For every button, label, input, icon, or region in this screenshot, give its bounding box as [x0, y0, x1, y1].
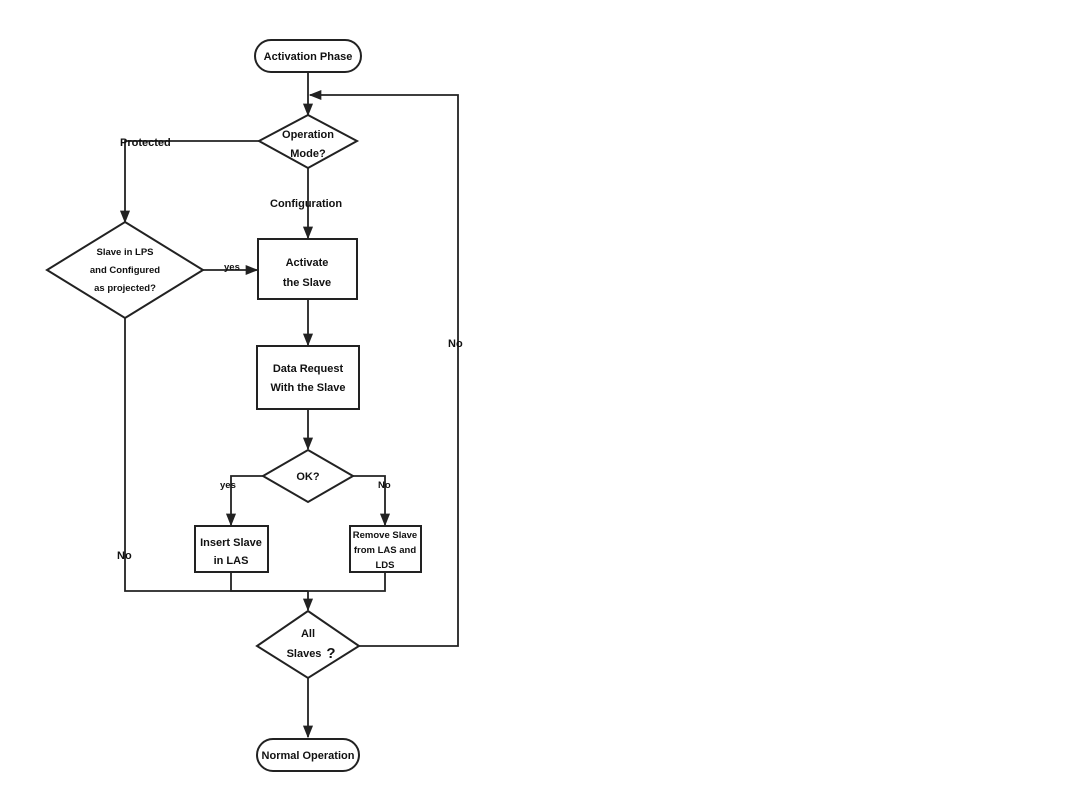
ok-yes-label: yes — [220, 480, 236, 491]
remove-slave-label-line3: LDS — [376, 560, 395, 571]
node-activate-slave: Activate the Slave — [257, 238, 358, 300]
edge-operation-mode-protected — [119, 140, 259, 224]
edge-labels: Protected Configuration yes yes No No No — [117, 137, 463, 562]
all-slaves-label-line2: Slaves — [287, 648, 322, 660]
node-insert-slave: Insert Slave in LAS — [194, 525, 269, 573]
all-slaves-no-label: No — [448, 338, 463, 350]
edge-lps-no-to-merge — [124, 318, 308, 592]
edge-insert-to-merge — [230, 572, 308, 592]
data-request-label-line1: Data Request — [273, 363, 344, 375]
edge-ok-yes-to-insert — [225, 475, 263, 527]
edge-ok-no-to-remove — [353, 475, 391, 527]
edge-all-slaves-no-loop — [308, 89, 459, 647]
normal-operation-label: Normal Operation — [262, 750, 355, 762]
node-normal-operation: Normal Operation — [256, 738, 360, 772]
node-operation-mode: Operation Mode? — [256, 113, 360, 170]
edge-remove-to-merge — [308, 572, 386, 592]
remove-slave-label-line2: from LAS and — [354, 545, 416, 556]
operation-mode-label-line1: Operation — [282, 129, 334, 141]
slave-in-lps-label-line2: and Configured — [90, 265, 160, 276]
activation-phase-label: Activation Phase — [264, 51, 353, 63]
node-remove-slave: Remove Slave from LAS and LDS — [349, 525, 422, 573]
insert-slave-label-line2: in LAS — [214, 555, 249, 567]
remove-slave-label-line1: Remove Slave — [353, 530, 417, 541]
lps-no-label: No — [117, 550, 132, 562]
configuration-label: Configuration — [270, 198, 342, 210]
slave-in-lps-label-line1: Slave in LPS — [96, 247, 153, 258]
activate-slave-label-line2: the Slave — [283, 277, 331, 289]
operation-mode-label-line2: Mode? — [290, 148, 326, 160]
protected-label: Protected — [120, 137, 171, 149]
node-all-slaves: All Slaves ? — [255, 609, 361, 680]
node-activation-phase: Activation Phase — [254, 39, 362, 73]
insert-slave-label-line1: Insert Slave — [200, 537, 262, 549]
lps-yes-label: yes — [224, 262, 240, 273]
node-slave-in-lps: Slave in LPS and Configured as projected… — [45, 220, 205, 320]
data-request-label-line2: With the Slave — [270, 382, 345, 394]
ok-no-label: No — [378, 480, 391, 491]
node-data-request: Data Request With the Slave — [256, 345, 360, 410]
connectors — [119, 72, 459, 739]
all-slaves-label-line1: All — [301, 628, 315, 640]
ok-label: OK? — [296, 471, 320, 483]
node-ok: OK? — [261, 448, 355, 504]
slave-in-lps-label-line3: as projected? — [94, 283, 156, 294]
all-slaves-question-mark: ? — [326, 645, 335, 662]
activate-slave-label-line1: Activate — [286, 257, 329, 269]
